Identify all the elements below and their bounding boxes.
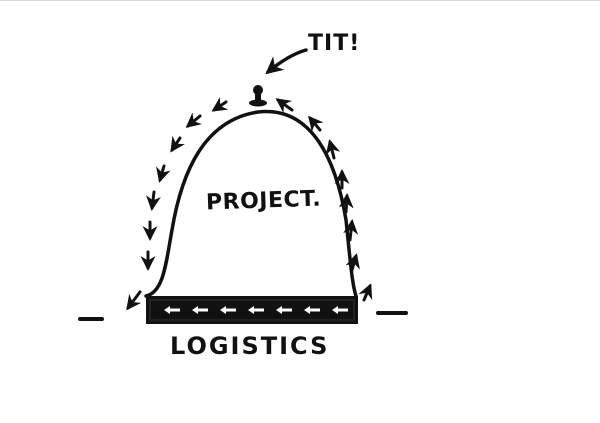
arrow-icon <box>308 115 324 133</box>
arrow-icon <box>325 139 341 160</box>
arrow-icon <box>345 253 360 272</box>
arrow-icon <box>185 112 203 128</box>
arrow-icon <box>164 306 180 314</box>
arrow-icon <box>275 98 294 114</box>
arrow-icon <box>248 306 264 314</box>
arrow-icon <box>126 290 142 311</box>
curved-arrow-icon <box>265 48 308 75</box>
bar-arrows <box>164 306 348 314</box>
left-flow-arrows <box>126 97 229 311</box>
arrow-icon <box>332 306 348 314</box>
arrow-icon <box>338 193 354 214</box>
arrow-icon <box>192 306 208 314</box>
arrow-icon <box>304 306 320 314</box>
arrow-icon <box>211 97 229 112</box>
project-label: PROJECT. <box>206 187 322 216</box>
arrow-icon <box>170 135 185 153</box>
arrow-icon <box>343 219 359 242</box>
logistics-bar-inner-edge <box>149 299 355 321</box>
arrow-icon <box>358 283 373 302</box>
page-edge <box>0 0 600 1</box>
right-flow-arrows <box>275 98 373 302</box>
arrow-icon <box>156 164 171 183</box>
logistics-label: LOGISTICS <box>170 332 329 360</box>
arrow-icon <box>146 190 161 211</box>
arrow-icon <box>276 306 292 314</box>
knob-icon <box>249 85 267 107</box>
arrow-icon <box>220 306 236 314</box>
callout-label: TIT! <box>308 31 360 56</box>
